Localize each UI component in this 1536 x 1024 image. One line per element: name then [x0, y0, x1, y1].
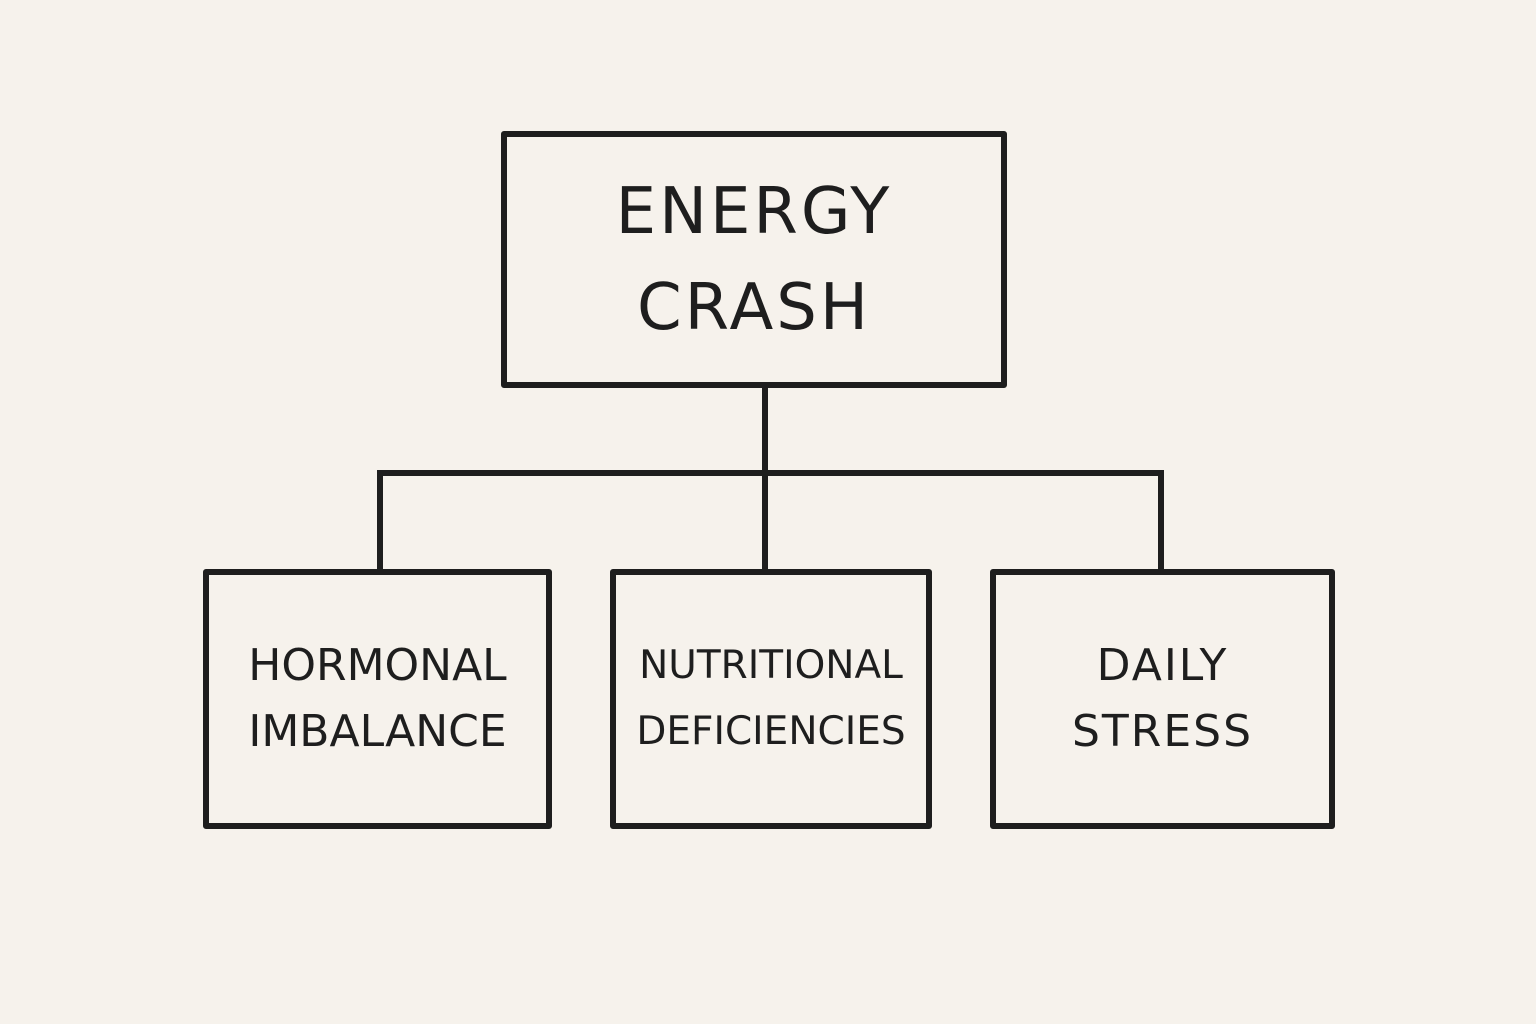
child-node-nutritional-deficiencies: NUTRITIONAL DEFICIENCIES: [610, 569, 932, 829]
connector-right: [1158, 470, 1164, 572]
connector-trunk: [762, 386, 768, 572]
node-label: NUTRITIONAL: [639, 643, 903, 688]
node-label: DEFICIENCIES: [636, 709, 906, 754]
node-label: DAILY: [1096, 640, 1229, 691]
connector-left: [377, 470, 383, 572]
node-label: IMBALANCE: [248, 706, 507, 757]
node-label: STRESS: [1071, 706, 1254, 757]
node-label: HORMONAL: [248, 640, 507, 691]
child-node-hormonal-imbalance: HORMONAL IMBALANCE: [203, 569, 552, 829]
node-label: CRASH: [636, 270, 872, 345]
connector-horizontal: [377, 470, 1164, 476]
root-node-energy-crash: ENERGY CRASH: [501, 131, 1007, 388]
node-label: ENERGY: [615, 174, 893, 249]
child-node-daily-stress: DAILY STRESS: [990, 569, 1335, 829]
